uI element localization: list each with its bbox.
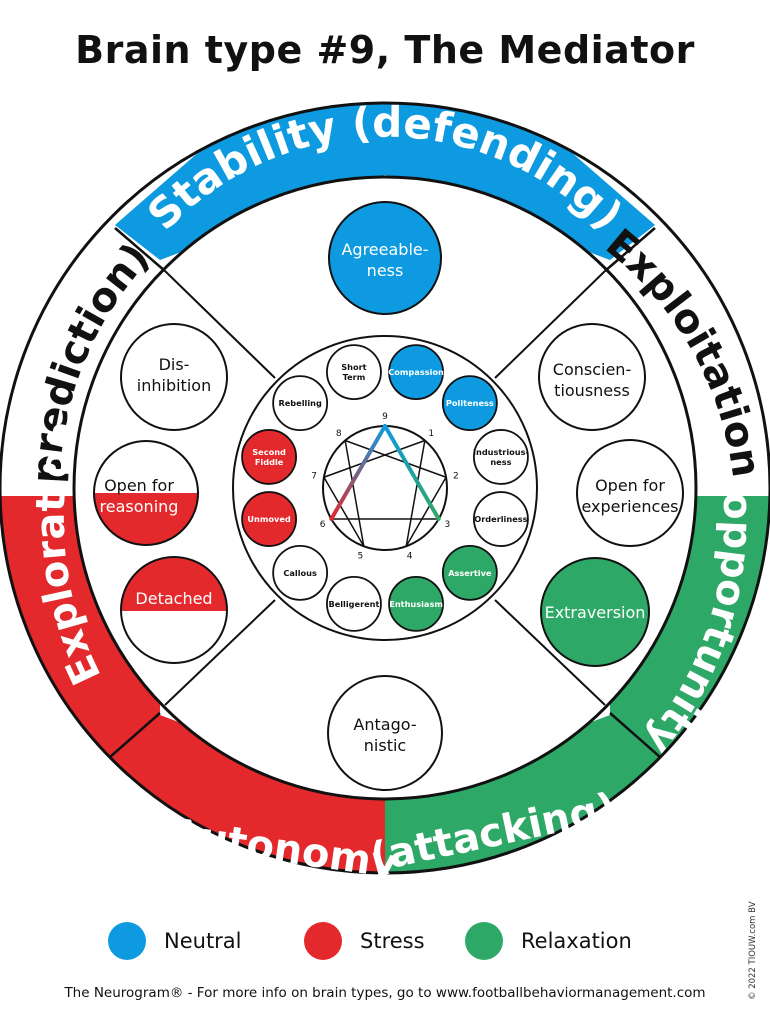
- svg-text:Detached: Detached: [135, 589, 212, 608]
- footer-text: The Neurogram® - For more info on brain …: [64, 985, 706, 1001]
- node-label: Term: [343, 372, 366, 382]
- svg-text:tiousness: tiousness: [554, 381, 630, 400]
- node-orderliness: Orderliness: [473, 491, 529, 547]
- svg-text:experiences: experiences: [581, 497, 678, 516]
- enneagram-hexad-line: [323, 476, 365, 548]
- svg-text:Extraversion: Extraversion: [545, 603, 646, 622]
- svg-text:nistic: nistic: [364, 736, 406, 755]
- svg-text:Agreeable-: Agreeable-: [341, 240, 428, 259]
- svg-text:inhibition: inhibition: [137, 376, 211, 395]
- trait-disinhibition: Dis- inhibition: [120, 323, 228, 431]
- trait-conscientiousness: Conscien- tiousness: [538, 323, 646, 431]
- svg-text:reasoning: reasoning: [100, 497, 179, 516]
- enneagram-number: 1: [428, 429, 434, 439]
- node-assertive: Assertive: [441, 544, 498, 601]
- node-label: Politeness: [446, 398, 494, 408]
- node-label: Compassion: [388, 367, 444, 377]
- svg-text:Dis-: Dis-: [159, 355, 190, 374]
- enneagram-relaxation-line: [383, 424, 441, 521]
- node-rebelling: Rebelling: [272, 375, 329, 432]
- node-label: ness: [490, 457, 511, 467]
- trait-open-for-reasoning: Open for reasoning: [93, 440, 199, 546]
- node-label: Orderliness: [474, 514, 527, 524]
- node-label: Belligerent: [328, 599, 379, 609]
- enneagram-circle: [322, 425, 448, 551]
- enneagram-number: 7: [311, 471, 317, 481]
- node-label: Second: [252, 447, 286, 457]
- svg-text:Open for: Open for: [104, 476, 174, 495]
- enneagram-hexad-line: [344, 439, 365, 548]
- node-label: Unmoved: [247, 514, 291, 524]
- enneagram-hexad-line: [344, 439, 447, 478]
- svg-text:Open for: Open for: [595, 476, 665, 495]
- node-label: Callous: [283, 568, 317, 578]
- node-label: Industrious-: [473, 447, 529, 457]
- trait-extraversion: Extraversion: [540, 557, 650, 667]
- legend-label-relaxation: Relaxation: [521, 929, 632, 953]
- enneagram-number: 5: [358, 552, 364, 562]
- enneagram-number: 2: [453, 471, 459, 481]
- enneagram-hexad-line: [323, 439, 426, 478]
- node-compassion: Compassion: [388, 344, 444, 400]
- legend-dot-neutral: [108, 922, 146, 960]
- svg-text:Conscien-: Conscien-: [553, 360, 631, 379]
- enneagram-number: 8: [336, 429, 342, 439]
- enneagram-number: 4: [407, 552, 413, 562]
- node-label: Fiddle: [255, 457, 284, 467]
- copyright-text: © 2022 TIOUW.com BV: [748, 901, 758, 1000]
- enneagram-number: 6: [320, 520, 326, 530]
- node-belligerent: Belligerent: [326, 576, 382, 632]
- node-label: Assertive: [448, 568, 492, 578]
- legend-item-relaxation: Relaxation: [465, 922, 632, 960]
- node-callous: Callous: [272, 544, 329, 601]
- enneagram-hexad-line: [405, 439, 426, 548]
- node-politeness: Politeness: [441, 375, 498, 432]
- legend-item-neutral: Neutral: [108, 922, 242, 960]
- node-label: Short: [341, 362, 366, 372]
- node-enthusiasm: Enthusiasm: [388, 576, 444, 632]
- enneagram-stress-line: [329, 424, 387, 521]
- enneagram-hexad-line: [405, 476, 447, 548]
- trait-agreeableness: Agreeable- ness: [328, 201, 442, 315]
- enneagram-figure: 9 1 2 3 4 5 6 7 8: [311, 412, 459, 562]
- enneagram-small-circles: CompassionPolitenessIndustrious-nessOrde…: [241, 344, 529, 632]
- node-industriousness: Industrious-ness: [473, 429, 529, 485]
- trait-open-for-experiences: Open for experiences: [576, 439, 684, 547]
- trait-antagonistic: Antago- nistic: [327, 675, 443, 791]
- svg-text:ness: ness: [367, 261, 404, 280]
- legend-dot-relaxation: [465, 922, 503, 960]
- legend-label-neutral: Neutral: [164, 929, 242, 953]
- legend-item-stress: Stress: [304, 922, 425, 960]
- legend: Neutral Stress Relaxation: [0, 922, 770, 962]
- legend-dot-stress: [304, 922, 342, 960]
- legend-label-stress: Stress: [360, 929, 425, 953]
- quadrant-spokes: [164, 270, 606, 706]
- node-label: Enthusiasm: [389, 599, 443, 609]
- sector-stability: [115, 103, 655, 260]
- page-title: Brain type #9, The Mediator: [75, 28, 695, 72]
- svg-text:Antago-: Antago-: [353, 715, 416, 734]
- enneagram-number: 3: [444, 520, 450, 530]
- enneagram-number: 9: [382, 412, 388, 422]
- node-unmoved: Unmoved: [241, 491, 297, 547]
- node-label: Rebelling: [278, 398, 322, 408]
